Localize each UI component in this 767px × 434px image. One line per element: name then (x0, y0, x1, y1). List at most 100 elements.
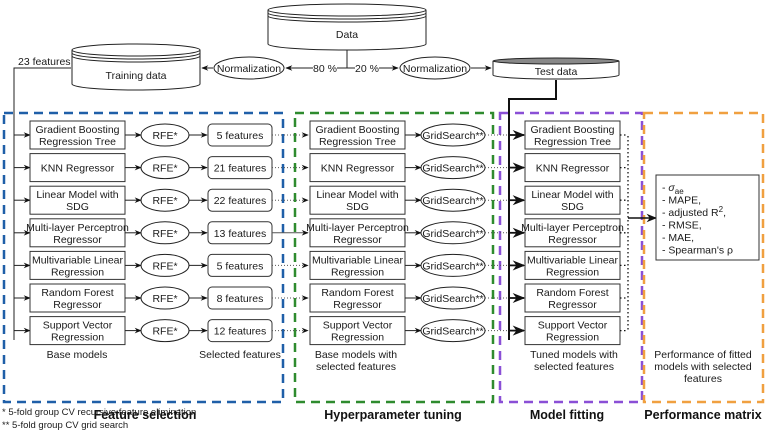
training-to-models-line (13, 67, 71, 340)
normalization-left (213, 56, 285, 80)
base-model-box (29, 283, 126, 313)
caption-tuning-2: selected features (316, 361, 396, 373)
metric-suffix: , (723, 207, 726, 219)
model-name-line2: Regressor (333, 234, 382, 246)
metric-prefix: - (662, 207, 668, 219)
normalization-right (399, 56, 471, 80)
selected-features-count: 13 features (214, 228, 267, 240)
metric-name: σ (668, 182, 675, 194)
data-label: Data (336, 29, 358, 41)
model-name-line2: Regression (546, 332, 599, 344)
split-train-label: 80 % (313, 63, 337, 75)
model-fitting-frame (498, 111, 644, 404)
tuned-model-box (524, 283, 621, 313)
model-name-line1: Linear Model with (531, 189, 613, 201)
model-name-line1: Support Vector (323, 320, 393, 332)
model-name-line1: Multi-layer Perceptron (26, 222, 129, 234)
metric-prefix: - (662, 195, 668, 207)
rfe-label: RFE* (152, 130, 177, 142)
base-model-box (29, 185, 126, 215)
data-cylinder: Data (267, 3, 427, 51)
caption-fitting-1: Tuned models with (530, 349, 618, 361)
footnote-rfe: * 5-fold group CV recursive feature elim… (2, 407, 196, 418)
model-name-line1: Multivariable Linear (312, 254, 404, 266)
metric-item: - RMSE, (662, 220, 702, 232)
caption-performance-1: Performance of fitted (654, 349, 752, 361)
metric-prefix: - (662, 220, 668, 232)
base-model-box (29, 250, 126, 280)
tuned-model-box (524, 316, 621, 346)
model-name-line2: Regressor (548, 234, 597, 246)
gridsearch-label: GridSearch** (422, 228, 483, 240)
model-name-line2: Regressor (548, 299, 597, 311)
model-name-line1: Linear Model with (316, 189, 398, 201)
tuned-model-box (524, 153, 621, 183)
model-name-line2: Regression (546, 266, 599, 278)
gridsearch-label: GridSearch** (422, 130, 483, 142)
model-name-line2: Regression (331, 266, 384, 278)
selected-features-count: 21 features (214, 163, 267, 175)
tuned-model-box (524, 218, 621, 248)
model-name: KNN Regressor (321, 163, 395, 175)
model-name-line1: Support Vector (43, 320, 113, 332)
metric-item: - MAPE, (662, 195, 701, 207)
metric-name: adjusted R (668, 207, 719, 219)
selected-features-count: 12 features (214, 326, 267, 338)
metric-name: RMSE, (668, 220, 701, 232)
model-name-line2: Regression Tree (39, 136, 116, 148)
model-name-line2: SDG (561, 201, 584, 213)
model-row: Multivariable LinearRegressionMultivaria… (14, 250, 628, 280)
metric-name: Spearman's ρ (668, 245, 733, 257)
model-name-line2: Regression (331, 332, 384, 344)
model-name-line2: Regression Tree (534, 136, 611, 148)
model-name-line2: Regression (51, 332, 104, 344)
selected-features-count: 22 features (214, 195, 267, 207)
feature-selection-frame (2, 111, 285, 404)
metric-superscript: 2 (719, 205, 724, 214)
stage-title-feature-selection: Feature selection (94, 408, 197, 422)
model-name-line1: Multi-layer Perceptron (521, 222, 624, 234)
rfe-label: RFE* (152, 293, 177, 305)
normalization-right-label: Normalization (403, 63, 467, 75)
selected-model-box (309, 218, 406, 248)
caption-tuning-1: Base models with (315, 349, 397, 361)
normalization-left-label: Normalization (217, 63, 281, 75)
gridsearch-label: GridSearch** (422, 293, 483, 305)
gridsearch-label: GridSearch** (422, 326, 483, 338)
model-name-line1: Random Forest (536, 287, 608, 299)
selected-features-count: 5 features (217, 130, 264, 142)
model-name-line1: Gradient Boosting (35, 124, 119, 136)
tuned-model-box (524, 120, 621, 150)
model-name-line2: Regressor (53, 234, 102, 246)
tuned-model-box (524, 250, 621, 280)
split-test-label: 20 % (355, 63, 379, 75)
metric-name: MAE, (668, 232, 694, 244)
model-row: Multi-layer PerceptronRegressorMulti-lay… (14, 218, 628, 248)
selected-features-count: 8 features (217, 293, 264, 305)
metric-prefix: - (662, 182, 668, 194)
model-name-line1: Multivariable Linear (32, 254, 124, 266)
test-data-cylinder: Test data (492, 57, 620, 80)
model-name-line1: Multivariable Linear (527, 254, 619, 266)
gridsearch-label: GridSearch** (422, 195, 483, 207)
model-name-line2: SDG (66, 201, 89, 213)
model-name-line2: SDG (346, 201, 369, 213)
features-in-label: 23 features (18, 56, 71, 68)
caption-fitting-2: selected features (534, 361, 614, 373)
model-name-line2: Regression (51, 266, 104, 278)
metric-item: - MAE, (662, 232, 694, 244)
base-model-box (29, 218, 126, 248)
stage-title-performance-matrix: Performance matrix (644, 408, 761, 422)
caption-base-models: Base models (47, 349, 108, 361)
caption-selected-features: Selected features (199, 349, 281, 361)
training-data-cylinder: Training data (71, 43, 201, 91)
rfe-label: RFE* (152, 163, 177, 175)
stage-title-model-fitting: Model fitting (530, 408, 604, 422)
model-name-line1: Gradient Boosting (530, 124, 614, 136)
model-name: KNN Regressor (536, 163, 610, 175)
